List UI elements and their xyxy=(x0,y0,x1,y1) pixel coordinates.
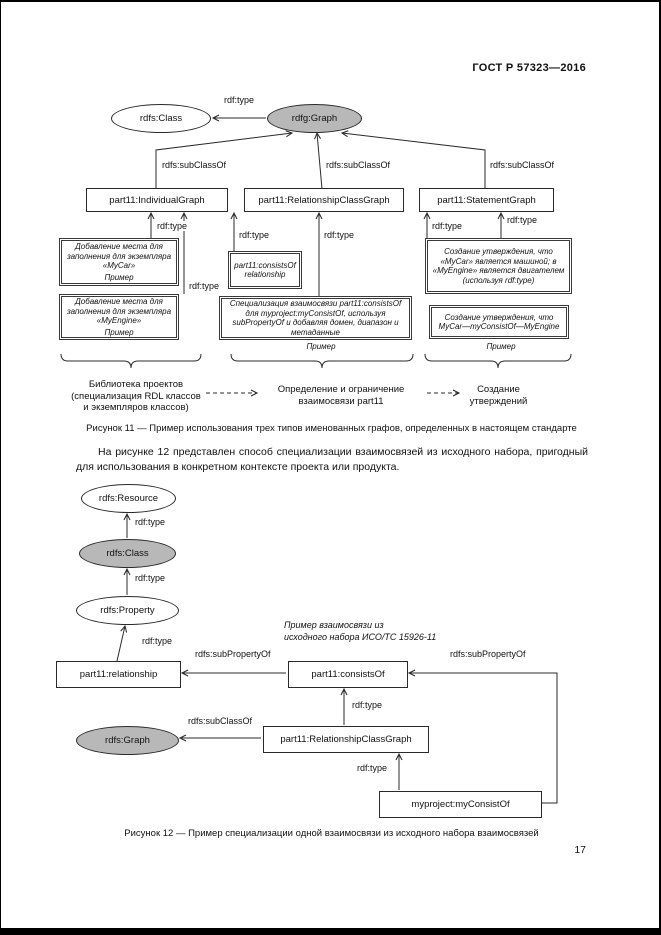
note-statement-triple-text: Создание утверждения, что MyCar—myConsis… xyxy=(438,312,560,332)
bottom-rule xyxy=(1,928,659,935)
note-statement-type-text: Создание утверждения, что «MyCar» являет… xyxy=(432,247,565,285)
node-rdfs-resource: rdfs:Resource xyxy=(81,484,176,513)
rdf-type-label-6: rdf:type xyxy=(506,215,539,225)
node-myproject-myconsistof: myproject:myConsistOf xyxy=(379,791,542,818)
node-part11-relationshipclassgraph: part11:RelationshipClassGraph xyxy=(244,188,404,212)
note-specialization: Специализация взаимосвязи part11:consist… xyxy=(219,296,412,340)
rdf-type-label-12-5: rdf:type xyxy=(356,763,389,773)
subpropertyof-label-left: rdfs:subPropertyOf xyxy=(194,649,272,659)
subclassof-label-right: rdfs:subClassOf xyxy=(489,160,556,170)
node-part11-relationship: part11:relationship xyxy=(56,661,181,688)
note-myengine-text: Добавление места для заполнения для экзе… xyxy=(66,297,172,325)
rdf-type-label-1: rdf:type xyxy=(156,221,189,231)
rdf-type-label-top: rdf:type xyxy=(223,95,256,105)
group-label-library: Библиотека проектов (специализация RDL к… xyxy=(71,379,201,413)
group-label-statements: Создание утверждений xyxy=(469,384,528,407)
node-rdfs-property: rdfs:Property xyxy=(76,596,179,625)
subclassof-label-12: rdfs:subClassOf xyxy=(187,716,254,726)
node-part11-individualgraph: part11:IndividualGraph xyxy=(86,188,228,212)
note-statement-triple: Создание утверждения, что MyCar—myConsis… xyxy=(429,305,569,339)
rdf-type-label-12-2: rdf:type xyxy=(134,573,167,583)
note-myengine: Добавление места для заполнения для экзе… xyxy=(59,294,179,340)
subclassof-label-left: rdfs:subClassOf xyxy=(161,160,228,170)
body-paragraph: На рисунке 12 представлен способ специал… xyxy=(76,446,588,473)
node-part11-relationshipclassgraph-12: part11:RelationshipClassGraph xyxy=(263,726,429,753)
node-rdfs-graph: rdfs:Graph xyxy=(76,726,179,755)
note-mycar: Добавление места для заполнения для экзе… xyxy=(59,238,179,286)
rdf-type-label-12-3: rdf:type xyxy=(141,636,174,646)
subclassof-label-mid: rdfs:subClassOf xyxy=(325,160,392,170)
note-consistsof-text: part11:consistsOf relationship xyxy=(234,260,296,280)
note-mycar-primer: Пример xyxy=(104,272,134,282)
rdf-type-label-5: rdf:type xyxy=(431,221,464,231)
node-part11-consistsof: part11:consistsOf xyxy=(288,661,408,688)
rdf-type-label-4: rdf:type xyxy=(323,230,356,240)
primer-label-right: Пример xyxy=(486,342,516,351)
fig11-braces xyxy=(60,353,572,369)
rdf-type-label-2: rdf:type xyxy=(188,281,221,291)
example-annotation: Пример взаимосвязи из исходного набора И… xyxy=(284,620,437,642)
note-statement-type: Создание утверждения, что «MyCar» являет… xyxy=(425,238,572,294)
fig11-caption: Рисунок 11 — Пример использования трех т… xyxy=(86,423,577,434)
note-specialization-text: Специализация взаимосвязи part11:consist… xyxy=(229,299,402,337)
node-rdfs-class-12: rdfs:Class xyxy=(79,539,176,568)
node-rdfs-class: rdfs:Class xyxy=(111,104,211,133)
node-rdfg-graph: rdfg:Graph xyxy=(267,104,362,133)
gost-header: ГОСТ Р 57323—2016 xyxy=(472,62,586,74)
rdf-type-label-12-4: rdf:type xyxy=(351,700,384,710)
page-number: 17 xyxy=(574,844,586,856)
rdf-type-label-3: rdf:type xyxy=(238,230,271,240)
node-part11-statementgraph: part11:StatementGraph xyxy=(419,188,554,212)
fig12-caption: Рисунок 12 — Пример специализации одной … xyxy=(124,828,539,839)
rdf-type-label-12-1: rdf:type xyxy=(134,517,167,527)
note-consistsof: part11:consistsOf relationship xyxy=(228,251,302,289)
group-label-definition: Определение и ограничение взаимосвязи pa… xyxy=(277,384,405,407)
subpropertyof-label-right: rdfs:subPropertyOf xyxy=(449,649,527,659)
primer-label-mid: Пример xyxy=(306,342,336,351)
note-mycar-text: Добавление места для заполнения для экзе… xyxy=(66,242,172,270)
note-myengine-primer: Пример xyxy=(104,327,134,337)
